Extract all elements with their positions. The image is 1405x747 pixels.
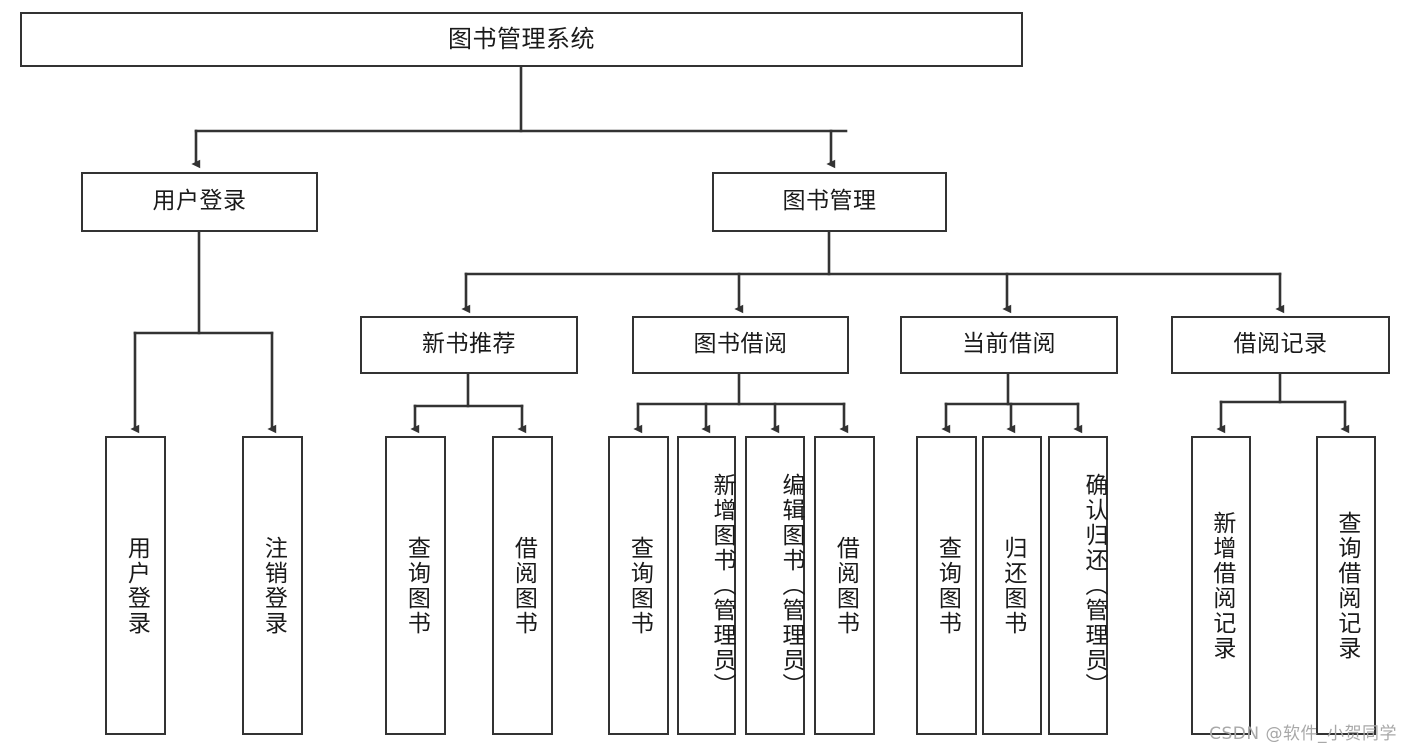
node-leaf-logout[interactable]: 注销登录 [242, 436, 303, 735]
node-label: 注销登录 [260, 535, 287, 636]
node-root-book-management-system[interactable]: 图书管理系统 [20, 12, 1023, 67]
node-label: 新增借阅记录 [1208, 510, 1235, 661]
node-label: 当前借阅 [962, 331, 1056, 358]
node-label: 用户登录 [123, 535, 150, 636]
node-label: 新书推荐 [422, 331, 516, 358]
node-label: 新增图书（管理员） [709, 473, 735, 698]
node-leaf-confirm-return[interactable]: 确认归还（管理员） [1048, 436, 1108, 735]
node-label: 查询图书 [626, 535, 653, 636]
node-label: 归还图书 [999, 535, 1026, 636]
node-leaf-add-record[interactable]: 新增借阅记录 [1191, 436, 1251, 735]
node-leaf-query-book-2[interactable]: 查询图书 [608, 436, 669, 735]
node-label: 借阅图书 [832, 535, 859, 636]
node-label: 借阅记录 [1233, 331, 1328, 358]
node-leaf-edit-book[interactable]: 编辑图书（管理员） [745, 436, 805, 735]
node-leaf-query-book-3[interactable]: 查询图书 [916, 436, 977, 735]
node-label: 图书管理 [782, 188, 877, 215]
node-new-book-recommend[interactable]: 新书推荐 [360, 316, 578, 374]
node-leaf-return-book[interactable]: 归还图书 [982, 436, 1042, 735]
node-borrow-record[interactable]: 借阅记录 [1171, 316, 1390, 374]
node-leaf-query-record[interactable]: 查询借阅记录 [1316, 436, 1376, 735]
node-book-management[interactable]: 图书管理 [712, 172, 947, 232]
node-leaf-borrow-book-1[interactable]: 借阅图书 [492, 436, 553, 735]
node-leaf-query-book-1[interactable]: 查询图书 [385, 436, 446, 735]
node-label: 图书借阅 [693, 331, 788, 358]
node-label: 编辑图书（管理员） [778, 473, 804, 698]
node-label: 查询图书 [403, 535, 430, 636]
node-label: 借阅图书 [510, 535, 537, 636]
csdn-watermark: CSDN @软件_小贺同学 [1209, 724, 1397, 744]
node-label: 查询借阅记录 [1333, 510, 1360, 661]
node-user-login[interactable]: 用户登录 [81, 172, 318, 232]
node-current-borrow[interactable]: 当前借阅 [900, 316, 1118, 374]
node-label: 图书管理系统 [448, 25, 595, 54]
node-leaf-borrow-book-2[interactable]: 借阅图书 [814, 436, 875, 735]
node-book-borrow[interactable]: 图书借阅 [632, 316, 849, 374]
node-leaf-add-book[interactable]: 新增图书（管理员） [677, 436, 736, 735]
node-label: 查询图书 [934, 535, 961, 636]
node-label: 用户登录 [152, 188, 247, 215]
node-leaf-user-login[interactable]: 用户登录 [105, 436, 166, 735]
node-label: 确认归还（管理员） [1081, 473, 1107, 698]
